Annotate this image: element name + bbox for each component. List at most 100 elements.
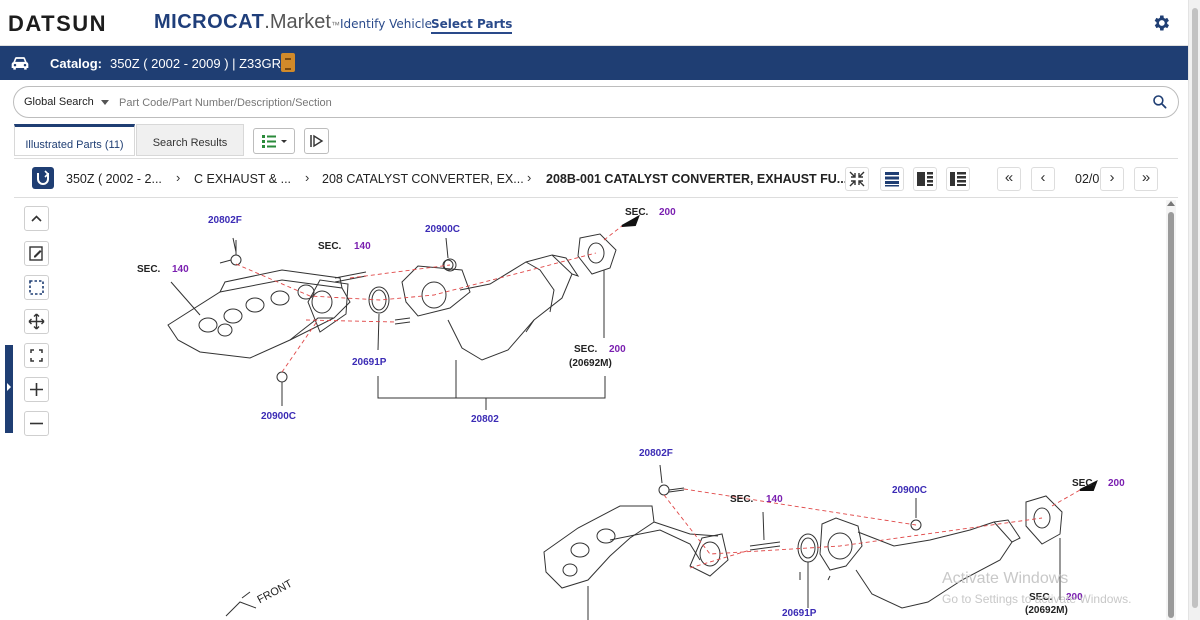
breadcrumb-item-section[interactable]: 208 CATALYST CONVERTER, EX...: [322, 172, 524, 186]
search-scope-select[interactable]: Global Search: [24, 96, 94, 108]
part-label[interactable]: 20691P: [352, 357, 387, 368]
zoom-in-button[interactable]: [24, 377, 49, 402]
breadcrumb-item-current: 208B-001 CATALYST CONVERTER, EXHAUST FU.…: [546, 172, 848, 186]
minus-icon: [30, 422, 43, 425]
chevron-right-icon: ›: [305, 170, 310, 185]
tab-illustrated-parts[interactable]: Illustrated Parts (11): [14, 124, 135, 156]
view-split-button[interactable]: [913, 167, 937, 191]
fullscreen-icon: [30, 349, 43, 362]
breadcrumb-item-model[interactable]: 350Z ( 2002 - 2...: [66, 172, 162, 186]
rows-icon: [885, 172, 899, 187]
parts-diagram[interactable]: 20802F SEC. 140 SEC. 140 20900C SEC. 200…: [50, 200, 1165, 620]
compress-view-button[interactable]: [845, 167, 869, 191]
chevron-up-icon: [31, 215, 42, 222]
double-chevron-left-icon: «: [1004, 169, 1014, 186]
section-label: SEC.: [574, 344, 598, 355]
part-label[interactable]: 20900C: [425, 224, 461, 235]
first-page-button[interactable]: «: [997, 167, 1021, 191]
section-label: SEC.: [1072, 478, 1096, 489]
nav-identify-vehicle[interactable]: Identify Vehicle: [340, 17, 433, 31]
activate-windows-watermark: Activate Windows: [942, 570, 1069, 587]
app-name-light: .Market: [264, 11, 331, 33]
next-page-button[interactable]: ›: [1100, 167, 1124, 191]
catalog-label: Catalog:: [50, 56, 102, 71]
tab-search-results[interactable]: Search Results: [136, 124, 244, 156]
part-label[interactable]: 20802F: [639, 448, 673, 459]
search-input[interactable]: [119, 93, 1139, 113]
zoom-out-button[interactable]: [24, 411, 49, 436]
side-panel-toggle[interactable]: [5, 345, 13, 433]
compress-icon: [849, 171, 865, 187]
nav-select-parts[interactable]: Select Parts: [431, 17, 513, 34]
last-page-button[interactable]: »: [1134, 167, 1158, 191]
part-label[interactable]: 20900C: [892, 485, 928, 496]
list-detail-icon: [950, 172, 966, 186]
section-label: SEC.: [625, 207, 649, 218]
list-icon: [262, 135, 287, 148]
section-label: SEC.: [730, 494, 754, 505]
breadcrumb-item-group[interactable]: C EXHAUST & ...: [194, 172, 292, 186]
catalog-value: 350Z ( 2002 - 2009 ) | Z33GR: [110, 56, 282, 71]
app-name-bold: MICROCAT: [154, 11, 265, 33]
part-label-secondary: (20692M): [569, 358, 612, 369]
select-area-button[interactable]: [24, 275, 49, 300]
part-label[interactable]: 20900C: [261, 411, 297, 422]
part-label[interactable]: 20802F: [208, 215, 242, 226]
section-number[interactable]: 140: [172, 264, 189, 275]
section-label: SEC.: [137, 264, 161, 275]
diagram-scrollbar[interactable]: [1166, 200, 1176, 620]
part-label[interactable]: 20802: [471, 414, 499, 425]
chevron-left-icon: ‹: [1040, 169, 1046, 186]
chevron-right-icon: ›: [176, 170, 181, 185]
move-icon: [28, 313, 45, 330]
split-columns-icon: [917, 172, 933, 186]
edit-note-icon: [29, 246, 43, 261]
section-label: SEC.: [1029, 592, 1053, 603]
selection-icon: [29, 280, 44, 295]
activate-windows-subtext: Go to Settings to activate Windows.: [942, 592, 1132, 606]
page-scrollbar-thumb[interactable]: [1192, 8, 1198, 608]
section-number[interactable]: 200: [609, 344, 626, 355]
section-number[interactable]: 140: [354, 241, 371, 252]
catalog-bar: Catalog: 350Z ( 2002 - 2009 ) | Z33GR: [0, 46, 1188, 80]
section-number[interactable]: 200: [659, 207, 676, 218]
list-view-toggle[interactable]: [253, 128, 295, 154]
view-list-detail-button[interactable]: [946, 167, 970, 191]
double-chevron-right-icon: »: [1141, 169, 1151, 186]
collapse-up-button[interactable]: [24, 206, 49, 231]
microcat-logo: MICROCAT.Market™: [154, 11, 340, 34]
global-search-bar: Global Search: [13, 86, 1179, 118]
page-indicator: 02/02: [1075, 172, 1107, 186]
chevron-right-icon: ›: [1109, 169, 1115, 186]
breadcrumb: 350Z ( 2002 - 2... › C EXHAUST & ... › 2…: [14, 158, 1178, 198]
section-label: SEC.: [318, 241, 342, 252]
scroll-up-arrow-icon[interactable]: [1167, 201, 1175, 206]
pan-button[interactable]: [24, 309, 49, 334]
section-number[interactable]: 140: [766, 494, 783, 505]
part-label[interactable]: 20691P: [782, 608, 817, 619]
view-full-list-button[interactable]: [880, 167, 904, 191]
car-icon: [11, 57, 29, 70]
chevron-down-icon[interactable]: [101, 100, 109, 105]
section-number[interactable]: 200: [1108, 478, 1125, 489]
exhaust-illustration: [167, 214, 1098, 620]
collapse-panel-button[interactable]: [304, 128, 329, 154]
app-name-tm: ™: [330, 20, 340, 30]
fit-screen-button[interactable]: [24, 343, 49, 368]
scrollbar-thumb[interactable]: [1168, 212, 1174, 618]
chevron-right-icon: ›: [527, 170, 532, 185]
top-header: DATSUN MICROCAT.Market™ Identify Vehicle…: [0, 0, 1200, 46]
prev-page-button[interactable]: ‹: [1031, 167, 1055, 191]
home-up-icon[interactable]: [32, 167, 54, 189]
plus-icon: [30, 383, 43, 396]
gear-icon[interactable]: [1151, 13, 1171, 33]
page-scrollbar[interactable]: [1188, 0, 1200, 620]
part-label-secondary: (20692M): [1025, 605, 1068, 616]
search-icon[interactable]: [1152, 94, 1168, 110]
arrow-bar-icon: [310, 134, 324, 148]
section-number[interactable]: 200: [1066, 592, 1083, 603]
datsun-logo: DATSUN: [8, 11, 108, 36]
catalog-book-icon[interactable]: [281, 53, 295, 72]
annotate-button[interactable]: [24, 241, 49, 266]
